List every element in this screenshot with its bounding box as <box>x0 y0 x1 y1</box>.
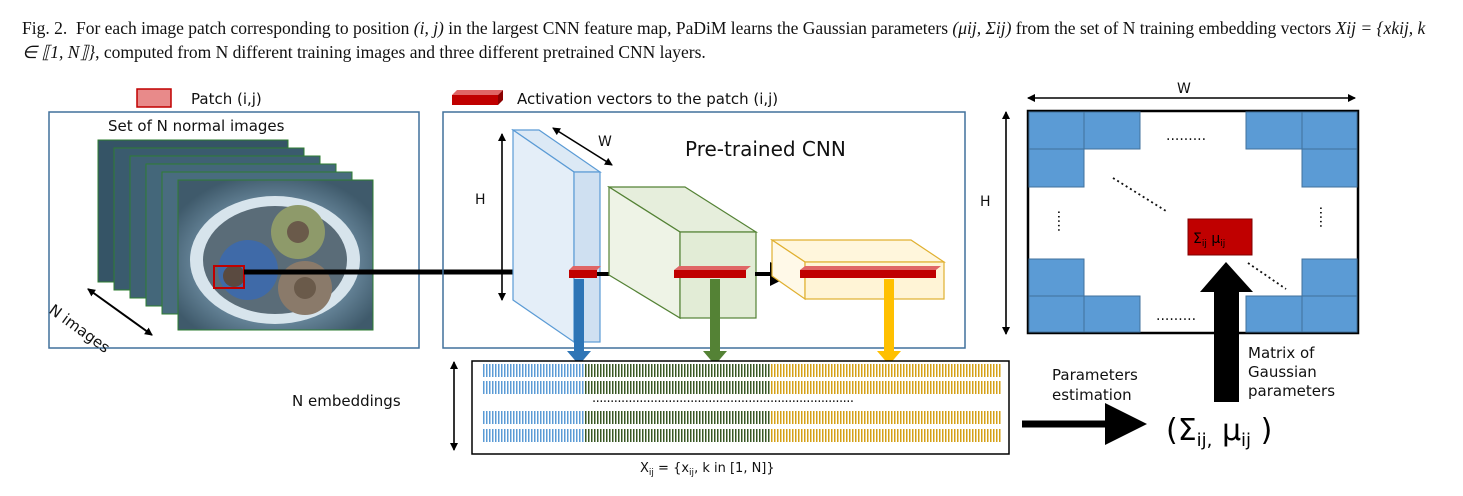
caption-text-4: , computed from N different training ima… <box>95 42 706 62</box>
embedding-row-1 <box>482 364 1001 377</box>
matrix-label-2: Gaussian <box>1248 363 1317 381</box>
matrix-cell-ij-label: Σij μij <box>1193 231 1225 249</box>
matrix-right-dots: ..... <box>1316 206 1332 228</box>
caption-set: Xij = {xkij, k ∈ ⟦1, N⟧} <box>22 18 1426 62</box>
matrix-w-label: W <box>1177 81 1191 97</box>
images-panel-title: Set of N normal images <box>108 117 285 135</box>
down-arrow-green <box>703 279 727 365</box>
estimation-label-2: estimation <box>1052 386 1132 404</box>
matrix-top-dots: ......... <box>1166 128 1206 144</box>
cnn-layer-1 <box>511 128 602 344</box>
legend-patch-label: Patch (i,j) <box>191 90 262 108</box>
cnn-layer-2 <box>606 185 759 320</box>
matrix-h-label: H <box>980 194 991 210</box>
down-arrow-gold <box>877 279 901 365</box>
caption-text-1: For each image patch corresponding to po… <box>75 18 414 38</box>
caption-params: (μij, Σij) <box>952 18 1012 38</box>
activation-vector-3 <box>800 266 941 278</box>
embeddings-formula: Xij = {xij, k in [1, N]} <box>640 461 775 478</box>
cnn-w-label: W <box>598 134 612 150</box>
patch-marker <box>213 265 245 289</box>
cnn-h-label: H <box>475 192 486 208</box>
matrix-cells <box>1028 111 1358 333</box>
cnn-panel-title: Pre-trained CNN <box>685 137 846 161</box>
figure-caption: Fig. 2. For each image patch correspondi… <box>22 16 1442 64</box>
cnn-panel <box>442 111 966 349</box>
caption-text-2: in the largest CNN feature map, PaDiM le… <box>443 18 953 38</box>
legend-activation-swatch <box>452 90 503 105</box>
matrix-label-1: Matrix of <box>1248 344 1315 362</box>
embedding-row-2 <box>482 381 1001 394</box>
n-images-arrow <box>87 288 153 336</box>
matrix-cell-ij <box>1187 218 1253 256</box>
embedding-row-4 <box>482 429 1001 442</box>
matrix-bottom-dots: ......... <box>1156 308 1196 324</box>
caption-prefix: Fig. 2. <box>22 18 68 38</box>
matrix-diag-dots-1 <box>1112 177 1167 212</box>
estimation-result: (Σij, μij ) <box>1166 413 1272 451</box>
caption-text-3: from the set of N training embedding vec… <box>1011 18 1336 38</box>
result-to-matrix-arrow <box>1200 262 1253 402</box>
down-arrow-blue <box>567 279 591 365</box>
embeddings-dots: ........................................… <box>592 391 854 406</box>
activation-vector-2 <box>674 266 751 278</box>
activation-vector-1 <box>569 266 601 278</box>
matrix-left-dots: ..... <box>1054 210 1070 232</box>
legend-patch-swatch <box>136 88 172 108</box>
embedding-row-3 <box>482 411 1001 424</box>
image-stack <box>97 139 374 331</box>
n-embeddings-label: N embeddings <box>292 392 401 410</box>
legend-activation-label: Activation vectors to the patch (i,j) <box>517 90 778 108</box>
matrix-label-3: parameters <box>1248 382 1335 400</box>
cnn-w-arrow <box>552 127 613 166</box>
estimation-label-1: Parameters <box>1052 366 1138 384</box>
caption-position: (i, j) <box>413 18 444 38</box>
